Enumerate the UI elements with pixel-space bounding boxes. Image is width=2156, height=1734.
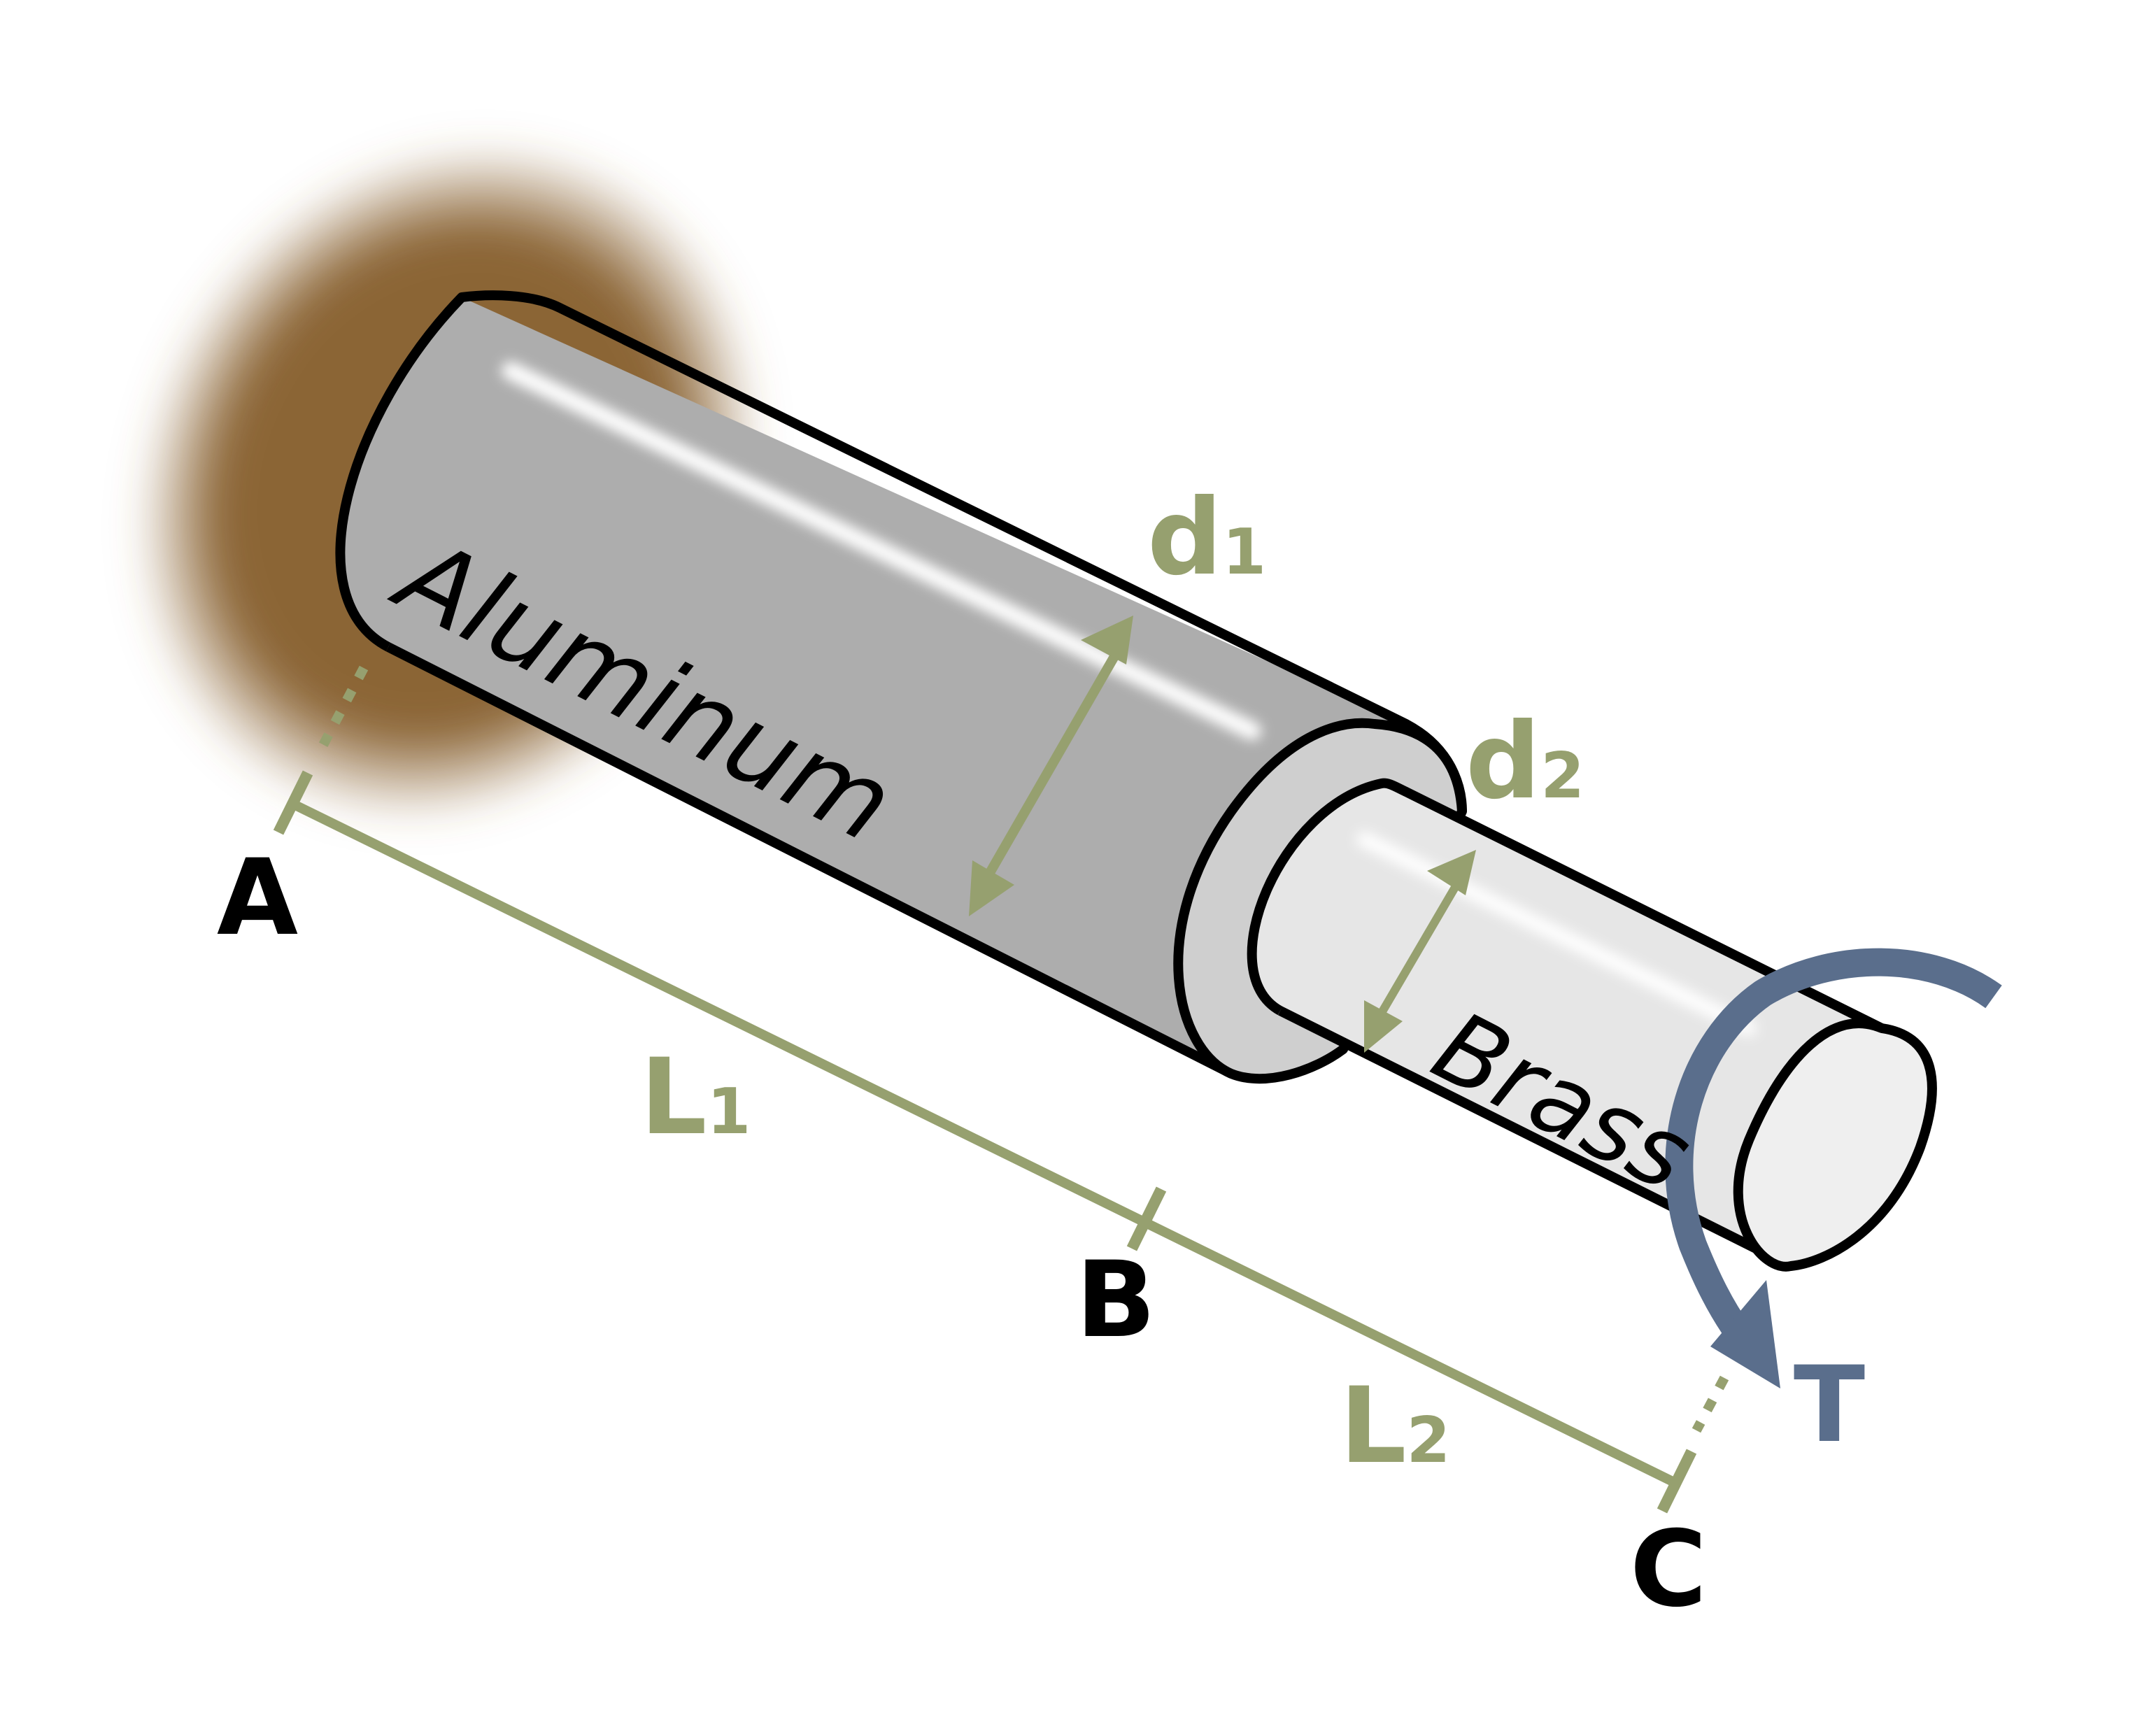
point-a-label: A (217, 837, 298, 959)
d2-dimension-line (1370, 879, 1463, 1028)
l1-label-sub: 1 (707, 1075, 751, 1149)
brass-shaft-outline (1247, 778, 1885, 1033)
l2-label-main: L (1340, 1365, 1407, 1487)
tick-c (1657, 1449, 1697, 1514)
brass-end-face (1733, 1018, 1937, 1272)
tick-a (273, 770, 313, 835)
brass-shaft-body (1251, 783, 1882, 1266)
torque-label: T (1794, 1344, 1865, 1466)
d1-dimension-line (978, 651, 1121, 888)
torque-arrowhead (1710, 1280, 1780, 1388)
d1-arrowhead-top (1081, 616, 1133, 665)
point-b-label: B (1076, 1239, 1156, 1361)
d1-arrowhead-bottom (969, 860, 1014, 916)
d2-label-sub: 2 (1540, 739, 1584, 813)
d2-label-main: d (1466, 701, 1540, 823)
l2-label-sub: 2 (1407, 1404, 1451, 1477)
d1-label-sub: 1 (1222, 516, 1266, 589)
aluminum-shaft-body (340, 297, 1463, 1070)
d1-label: d1 (1147, 477, 1266, 599)
l1-label: L1 (640, 1037, 751, 1158)
brass-shaft-bottom-edge (1277, 1006, 1794, 1271)
tick-b (1126, 1186, 1167, 1251)
length-dimension-line (291, 800, 1678, 1488)
d1-label-main: d (1147, 477, 1222, 599)
l2-label: L2 (1340, 1365, 1450, 1487)
d2-label: d2 (1466, 701, 1584, 823)
d2-arrowhead-top (1427, 850, 1476, 895)
d2-arrowhead-bottom (1364, 1000, 1403, 1053)
projection-line-c (1692, 1375, 1729, 1433)
aluminum-highlight (502, 362, 1261, 740)
l1-label-main: L (640, 1037, 707, 1158)
point-c-label: C (1630, 1509, 1707, 1630)
aluminum-shaft-bottom-edge (385, 642, 1234, 1079)
torque-arrow-arc (1665, 948, 2002, 1341)
